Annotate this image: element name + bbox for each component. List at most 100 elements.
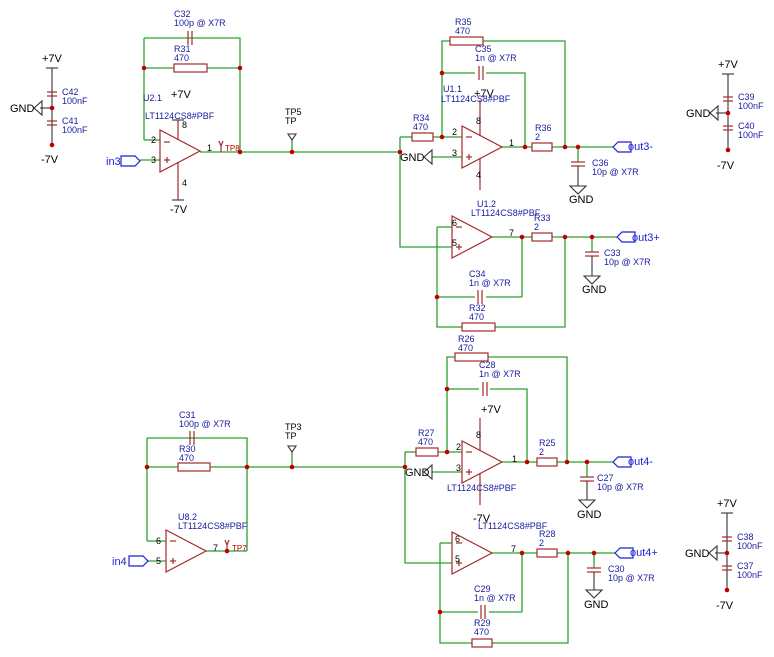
c30-ref: C30 [608,564,625,574]
u3-pin-3: 3 [456,463,461,473]
c40-value: 100nF [738,130,764,140]
decoupling-left [33,67,58,145]
c28-value: 1n @ X7R [479,369,521,379]
resistor-r30 [177,462,211,472]
u2-vminus: -7V [170,204,188,216]
u8-ref: U8.2 [178,512,197,522]
gnd-u1: GND [400,152,425,164]
r34-value: 470 [413,122,428,132]
r36-ref: R36 [535,123,552,133]
u8-pin-5: 5 [156,556,161,566]
u2-part: LT1124CS8#PBF [145,111,215,121]
c39-value: 100nF [738,101,764,111]
u12-pin-5: 5 [452,238,457,248]
c35-value: 1n @ X7R [475,53,517,63]
u8-pin-7: 7 [213,543,218,553]
c34-value: 1n @ X7R [469,278,511,288]
out3-plus-label: out3+ [632,232,660,244]
capacitor-c33 [582,251,602,285]
u3-pin-1: 1 [512,454,517,464]
capacitor-c31 [189,431,195,445]
u2-pin-3: 3 [151,155,156,165]
u1-2-part: LT1124CS8#PBF [471,208,541,218]
r31-ref: R31 [174,44,191,54]
opamp-u3 [461,418,504,505]
u3-vminus: -7V [473,513,491,525]
wires-u2 [140,37,400,161]
opamp-u1-2 [451,215,494,259]
resistor-r31 [173,63,208,73]
capacitor-c36 [568,161,588,195]
wires-u8 [144,437,405,562]
r32-value: 470 [469,312,484,322]
u2-ref: U2.1 [143,93,162,103]
port-in4 [128,555,149,567]
resistor-r29 [471,638,493,648]
port-in3 [120,155,141,167]
r31-value: 470 [174,53,189,63]
r36-value: 2 [535,132,540,142]
r33-ref: R33 [534,213,551,223]
c33-ref: C33 [604,248,621,258]
resistor-r28 [536,548,558,558]
gnd-c33: GND [582,284,607,296]
u2-pin-2: 2 [151,135,156,145]
c31-value: 100p @ X7R [179,419,231,429]
gnd-c27: GND [577,509,602,521]
u12-pin-6: 6 [452,218,457,228]
u3-pin-8: 8 [476,430,481,440]
resistor-r33 [531,232,553,242]
r30-ref: R30 [179,444,196,454]
testpoint-tp5 [286,133,298,141]
r25-value: 2 [539,447,544,457]
resistor-r36 [531,142,553,152]
u3-pin-2: 2 [456,442,461,452]
decoupling-right-top [709,73,734,150]
c36-ref: C36 [592,158,609,168]
u2-vplus: +7V [171,89,192,101]
r34-ref: R34 [413,113,430,123]
port-out4-minus [612,456,632,468]
tp3-ref: TP3 [285,422,302,432]
u2-pin-8: 8 [182,120,187,130]
c37-ref: C37 [737,561,754,571]
u8-part: LT1124CS8#PBF [178,521,248,531]
testpoint-tp3 [286,445,298,453]
c28-ref: C28 [479,360,496,370]
rb-vminus: -7V [716,600,734,612]
c41-ref: C41 [62,116,79,126]
resistor-r25 [536,457,558,467]
u1-pin-3: 3 [452,148,457,158]
tp3-type: TP [285,431,297,441]
resistor-r26 [454,352,489,362]
c32-value: 100p @ X7R [174,18,226,28]
resistor-r34 [411,132,434,142]
testpoint-tp8 [218,140,224,152]
rt-gnd: GND [686,108,711,120]
r27-value: 470 [418,437,433,447]
capacitor-c28 [482,382,488,396]
capacitor-c35 [478,66,484,80]
u4-part: LT1124CS8#PBF [478,521,548,531]
decoupling-right-bottom [708,512,733,590]
rb-gnd: GND [685,548,710,560]
u1-ref: U1.1 [443,84,462,94]
r28-ref: R28 [539,529,556,539]
gnd-u3: GND [405,467,430,479]
u1-pin-8: 8 [476,116,481,126]
r30-value: 470 [179,453,194,463]
u1-pin-1: 1 [509,138,514,148]
u4-pin-6: 6 [455,534,460,544]
gnd-c30: GND [584,599,609,611]
c41-value: 100nF [62,125,88,135]
in3-label: in3 [106,156,121,168]
left-vminus: -7V [41,154,59,166]
r32-ref: R32 [469,303,486,313]
r26-ref: R26 [458,334,475,344]
c34-ref: C34 [469,269,486,279]
r27-ref: R27 [418,428,435,438]
u3-part: LT1124CS8#PBF [447,483,517,493]
rt-vplus: +7V [718,59,739,71]
resistor-r35 [449,36,484,46]
